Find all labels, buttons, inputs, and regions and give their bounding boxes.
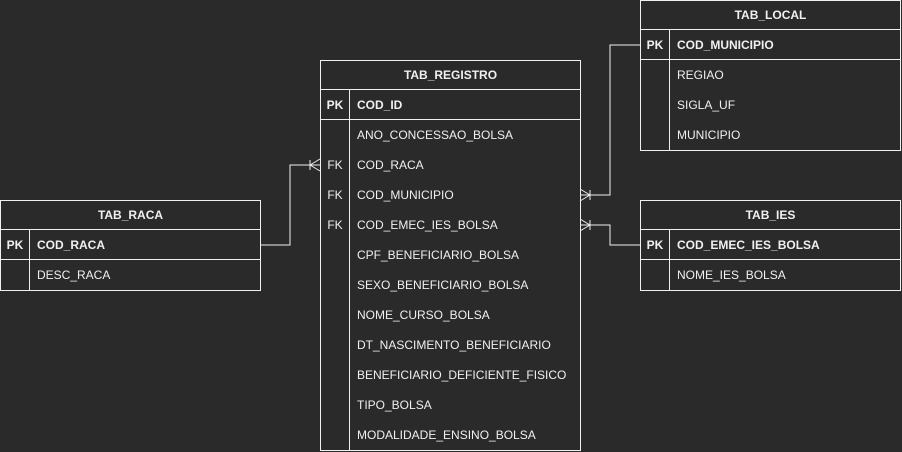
pk-label: PK bbox=[641, 30, 670, 59]
field-name: SIGLA_UF bbox=[677, 98, 736, 112]
pk-label: PK bbox=[641, 230, 670, 259]
field-name: CPF_BENEFICIARIO_BOLSA bbox=[357, 248, 520, 262]
key-label bbox=[321, 270, 350, 300]
field-name: COD_RACA bbox=[357, 158, 424, 172]
key-label bbox=[321, 330, 350, 360]
relationship-raca-registro bbox=[261, 158, 321, 246]
field-name: MODALIDADE_ENSINO_BOLSA bbox=[357, 428, 536, 442]
field-row: NOME_CURSO_BOLSA bbox=[321, 300, 580, 330]
field-name: TIPO_BOLSA bbox=[357, 398, 432, 412]
field-row: DT_NASCIMENTO_BENEFICIARIO bbox=[321, 330, 580, 360]
field-row: FK COD_EMEC_IES_BOLSA bbox=[321, 210, 580, 240]
key-label bbox=[321, 240, 350, 270]
field-name: COD_MUNICIPIO bbox=[357, 188, 454, 202]
pk-row: PK COD_RACA bbox=[1, 230, 260, 260]
field-name: DESC_RACA bbox=[37, 268, 111, 282]
field-name: NOME_CURSO_BOLSA bbox=[357, 308, 490, 322]
field-row: NOME_IES_BOLSA bbox=[641, 260, 900, 290]
field-name: COD_EMEC_IES_BOLSA bbox=[357, 218, 498, 232]
field-name: MUNICIPIO bbox=[677, 128, 741, 142]
pk-field: COD_MUNICIPIO bbox=[677, 38, 774, 52]
pk-row: PK COD_EMEC_IES_BOLSA bbox=[641, 230, 900, 260]
key-label bbox=[641, 90, 670, 120]
key-label bbox=[321, 300, 350, 330]
key-label bbox=[641, 120, 670, 150]
field-row: BENEFICIARIO_DEFICIENTE_FISICO bbox=[321, 360, 580, 390]
field-row: MODALIDADE_ENSINO_BOLSA bbox=[321, 420, 580, 450]
pk-field: COD_ID bbox=[357, 98, 403, 112]
entity-tab-local[interactable]: TAB_LOCAL PK COD_MUNICIPIO REGIAO SIGLA_… bbox=[640, 0, 901, 151]
pk-label: PK bbox=[321, 90, 350, 119]
entity-tab-ies[interactable]: TAB_IES PK COD_EMEC_IES_BOLSA NOME_IES_B… bbox=[640, 200, 901, 291]
pk-label: PK bbox=[1, 230, 30, 259]
field-row: FK COD_MUNICIPIO bbox=[321, 180, 580, 210]
pk-row: PK COD_MUNICIPIO bbox=[641, 30, 900, 60]
field-row: SEXO_BENEFICIARIO_BOLSA bbox=[321, 270, 580, 300]
field-name: ANO_CONCESSAO_BOLSA bbox=[357, 128, 514, 142]
pk-field: COD_EMEC_IES_BOLSA bbox=[677, 238, 820, 252]
pk-row: PK COD_ID bbox=[321, 90, 580, 120]
field-row: DESC_RACA bbox=[1, 260, 260, 290]
key-label bbox=[641, 260, 670, 290]
fk-label: FK bbox=[321, 150, 350, 180]
fk-label: FK bbox=[321, 180, 350, 210]
entity-title: TAB_REGISTRO bbox=[321, 61, 580, 90]
field-name: DT_NASCIMENTO_BENEFICIARIO bbox=[357, 338, 551, 352]
field-row: MUNICIPIO bbox=[641, 120, 900, 150]
field-row: REGIAO bbox=[641, 60, 900, 90]
pk-field: COD_RACA bbox=[37, 238, 106, 252]
fk-label: FK bbox=[321, 210, 350, 240]
key-label bbox=[321, 360, 350, 390]
field-row: TIPO_BOLSA bbox=[321, 390, 580, 420]
relationship-local-registro bbox=[579, 44, 640, 202]
field-name: SEXO_BENEFICIARIO_BOLSA bbox=[357, 278, 529, 292]
field-row: FK COD_RACA bbox=[321, 150, 580, 180]
key-label bbox=[321, 420, 350, 450]
relationship-ies-registro bbox=[579, 218, 640, 246]
field-row: CPF_BENEFICIARIO_BOLSA bbox=[321, 240, 580, 270]
key-label bbox=[1, 260, 30, 290]
entity-title: TAB_IES bbox=[641, 201, 900, 230]
field-row: SIGLA_UF bbox=[641, 90, 900, 120]
field-row: ANO_CONCESSAO_BOLSA bbox=[321, 120, 580, 150]
field-name: NOME_IES_BOLSA bbox=[677, 268, 786, 282]
entity-tab-registro[interactable]: TAB_REGISTRO PK COD_ID ANO_CONCESSAO_BOL… bbox=[320, 60, 581, 451]
entity-title: TAB_RACA bbox=[1, 201, 260, 230]
key-label bbox=[321, 390, 350, 420]
entity-title: TAB_LOCAL bbox=[641, 1, 900, 30]
entity-tab-raca[interactable]: TAB_RACA PK COD_RACA DESC_RACA bbox=[0, 200, 261, 291]
field-name: BENEFICIARIO_DEFICIENTE_FISICO bbox=[357, 368, 567, 382]
field-name: REGIAO bbox=[677, 68, 724, 82]
key-label bbox=[321, 120, 350, 150]
key-label bbox=[641, 60, 670, 90]
